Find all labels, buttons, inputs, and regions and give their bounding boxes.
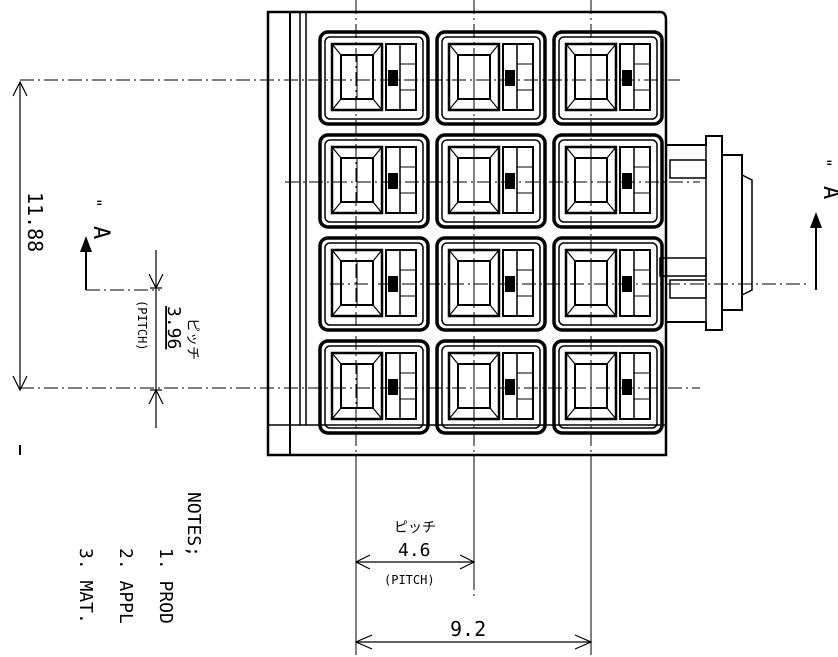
terminal-cavity [435,133,547,229]
horizontal-pitch-value: 4.6 [398,540,431,561]
note-3: 3. MAT. [75,548,96,624]
horizontal-pitch-label: (PITCH) [384,573,435,587]
vertical-pitch-value: 3.96 [163,306,184,349]
terminal-cavity [318,30,430,126]
dimension-vertical-pitch: ピッチ 3.96 (PITCH) [135,250,200,428]
section-mark-right: A " [810,158,838,290]
dimension-horizontal-pitch: ピッチ 4.6 (PITCH) [354,455,476,655]
terminal-cavity [318,133,430,229]
locking-latch [659,135,753,331]
horizontal-pitch-jp: ピッチ [394,520,436,536]
note-2: 2. APPL [115,548,136,624]
terminal-cavity [435,339,547,435]
note-1: 1. PROD [155,548,176,624]
dimension-height: 11.88 [12,80,47,392]
vertical-pitch-label: (PITCH) [135,300,149,351]
dimension-width-value: 9.2 [450,617,486,641]
section-label-left: A [88,226,113,239]
center-lines [20,0,810,650]
terminal-cavity [552,339,664,435]
vertical-pitch-jp: ピッチ [184,318,200,360]
terminal-cavity [435,30,547,126]
notes-heading: NOTES; [183,492,204,557]
terminal-cavity [318,236,430,332]
svg-text:": " [86,198,105,208]
terminal-cavity [318,339,430,435]
dimension-height-value: 11.88 [23,192,47,252]
terminal-cavity-grid [318,30,664,435]
section-label-right: A [818,186,838,199]
section-mark-left: A " [80,198,160,291]
terminal-cavity [552,133,664,229]
connector-housing [266,10,668,457]
svg-text:": " [816,158,835,168]
terminal-cavity [552,30,664,126]
notes-block: NOTES; 1. PROD 2. APPL 3. MAT. [75,492,204,624]
dimension-width: 9.2 [354,455,593,655]
